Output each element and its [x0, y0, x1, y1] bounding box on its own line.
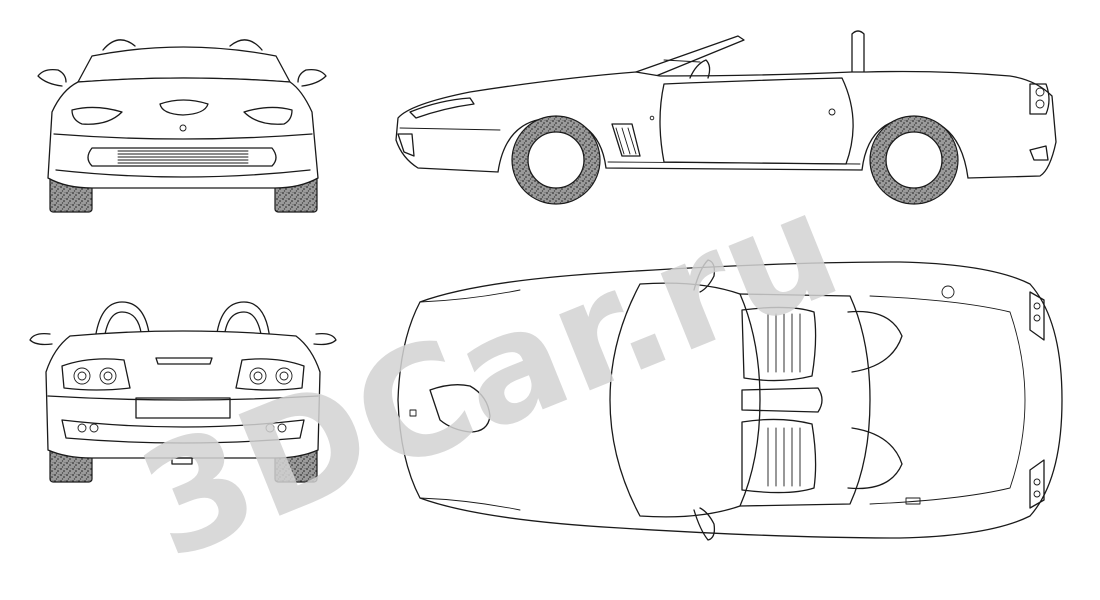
top-seat-lower: [741, 418, 817, 494]
rear-body: [45, 330, 321, 459]
side-front-fender-line: [399, 127, 501, 131]
rear-bumper-line: [47, 395, 319, 401]
side-taillights: [1029, 83, 1050, 115]
top-hood-scoop: [429, 384, 491, 433]
front-view: [37, 39, 327, 213]
front-lower-lip: [55, 169, 311, 178]
top-seat-upper: [741, 306, 817, 382]
rear-tow-hook: [171, 457, 193, 465]
front-bumper-line: [53, 133, 313, 140]
side-marker: [649, 115, 655, 121]
rear-lightbar-left: [61, 358, 131, 391]
rear-exhaust-3: [265, 423, 275, 433]
side-rear-rim: [885, 131, 943, 189]
front-mirror-right: [297, 68, 327, 87]
rear-light-left-inner: [99, 367, 117, 385]
rear-exhaust-2: [89, 423, 99, 433]
rear-light-right-inner: [249, 367, 267, 385]
top-view: [397, 259, 1063, 541]
top-taillights: [1029, 291, 1045, 509]
rear-exhaust-4: [277, 423, 287, 433]
side-view: [395, 30, 1057, 205]
front-mirror-left: [37, 68, 67, 87]
rear-license-plate: [135, 397, 231, 419]
front-grille: [87, 147, 277, 167]
top-cockpit: [739, 293, 871, 507]
rear-rollbar-right: [215, 301, 271, 341]
front-windshield: [77, 46, 291, 83]
top-fuel-cap: [941, 285, 955, 299]
side-rear-reflector: [1029, 145, 1049, 161]
top-deck-line: [869, 295, 1026, 505]
front-headlight-right: [243, 106, 293, 125]
front-hood-scoop: [159, 99, 209, 116]
top-center-console: [741, 387, 823, 413]
top-mirror-lower: [693, 507, 716, 541]
side-vents: [611, 123, 641, 157]
side-mirror: [689, 59, 711, 79]
front-rollbar-left: [102, 39, 136, 51]
rear-diffuser: [61, 419, 305, 444]
rear-rollbar-right-inner: [223, 311, 263, 341]
side-front-rim: [527, 131, 585, 189]
rear-deck-light: [155, 357, 213, 365]
rear-mirror-left: [29, 332, 53, 346]
side-headlamp: [409, 97, 475, 119]
side-door-handle: [828, 108, 836, 116]
front-body: [47, 77, 319, 189]
rear-rollbar-left: [94, 301, 151, 341]
rear-mirror-right: [313, 332, 337, 346]
side-door: [659, 77, 854, 165]
top-mirror-upper: [693, 259, 716, 293]
side-rocker: [607, 161, 861, 165]
rear-view: [29, 301, 337, 483]
front-badge: [179, 124, 187, 132]
top-hood-line-lower: [419, 497, 521, 511]
side-rollbar: [851, 30, 865, 73]
rear-light-left-outer: [73, 367, 91, 385]
rear-rollbar-left-inner: [103, 311, 143, 341]
side-front-intake: [397, 133, 415, 157]
front-grille-slats: [117, 150, 249, 164]
top-hood-line-upper: [419, 289, 521, 303]
rear-exhaust-1: [77, 423, 87, 433]
side-windshield: [635, 35, 745, 77]
front-headlight-left: [71, 106, 123, 125]
rear-lightbar-right: [235, 358, 305, 391]
rear-light-right-outer: [275, 367, 293, 385]
top-rollbar-upper: [847, 310, 903, 373]
front-rollbar-right: [229, 39, 263, 51]
top-rollbar-lower: [847, 427, 903, 490]
top-door-handle: [905, 497, 921, 505]
